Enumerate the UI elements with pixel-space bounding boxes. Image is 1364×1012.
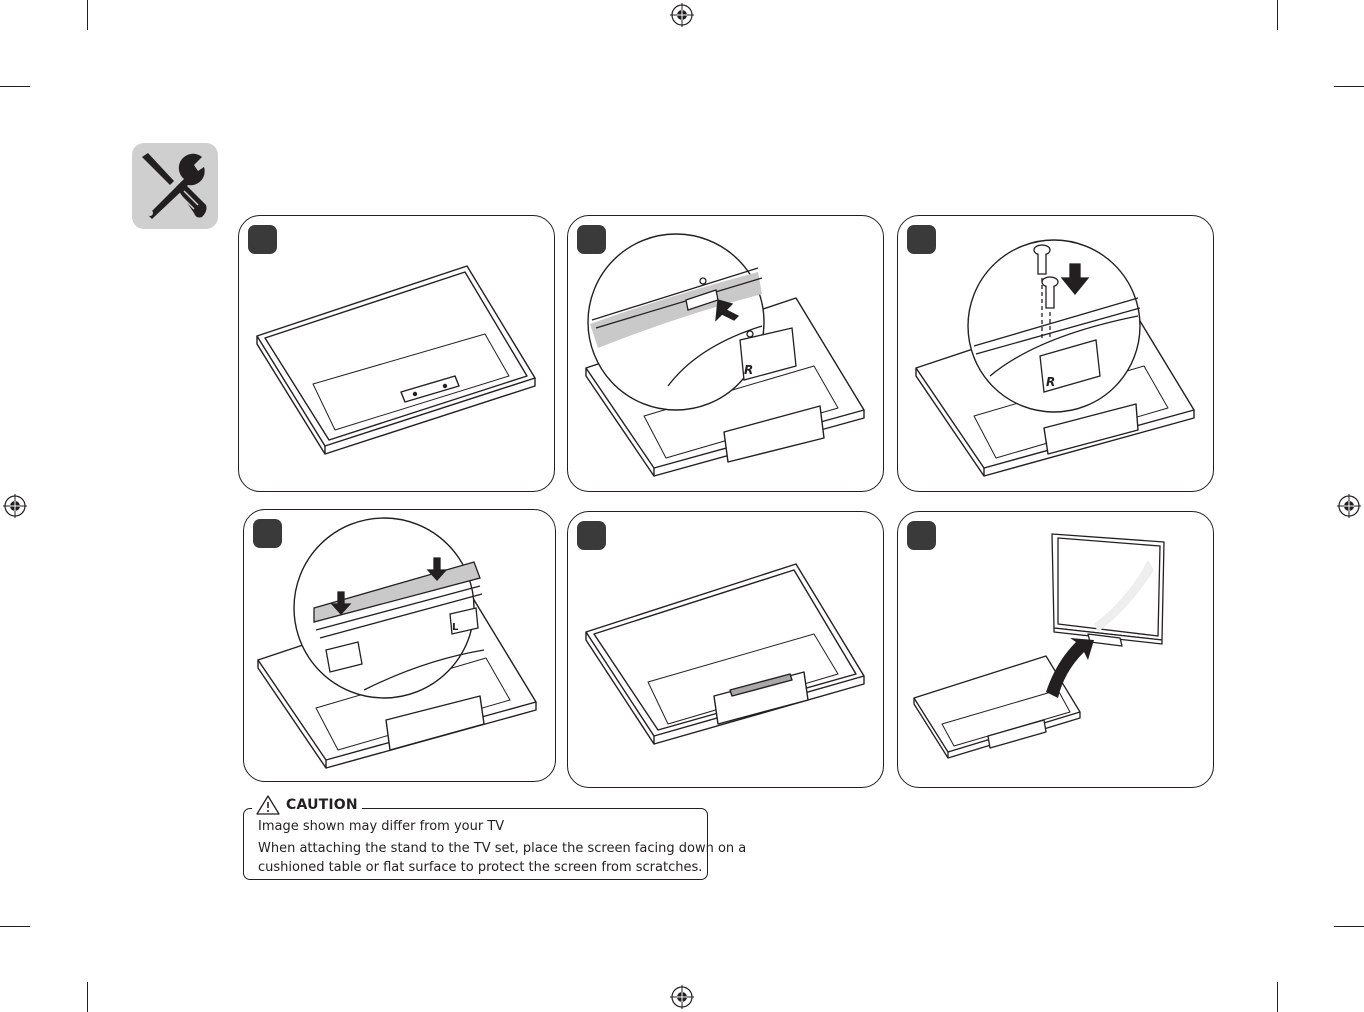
step-3-panel: R <box>897 215 1214 492</box>
callout-label: L <box>452 622 459 633</box>
crop-mark <box>87 982 88 1012</box>
caution-title: CAUTION <box>286 797 358 813</box>
caution-line: Image shown may differ from your TV <box>258 819 504 834</box>
fasten-screws-illustration: R <box>898 216 1213 491</box>
caution-line: cushioned table or flat surface to prote… <box>258 860 702 875</box>
crop-mark <box>1334 926 1364 927</box>
attach-cover-illustration: L <box>244 510 555 781</box>
registration-crosshair-icon <box>670 3 694 27</box>
caution-header: CAUTION <box>252 795 362 815</box>
step-5-panel <box>567 511 884 788</box>
caution-line: When attaching the stand to the TV set, … <box>258 841 746 856</box>
warning-triangle-icon <box>256 795 280 815</box>
step-6-panel <box>897 511 1214 788</box>
crop-mark <box>1334 86 1364 87</box>
crop-mark <box>0 926 30 927</box>
step-4-panel: L <box>243 509 556 782</box>
crop-mark <box>1277 982 1278 1012</box>
registration-crosshair-icon <box>3 494 27 518</box>
crop-mark <box>1277 0 1278 30</box>
callout-label: R <box>1046 375 1055 389</box>
step-2-panel: R <box>567 215 884 492</box>
stand-attached-illustration <box>568 512 883 787</box>
screwdriver-wrench-icon <box>132 143 218 229</box>
crop-mark <box>0 86 30 87</box>
step-1-panel <box>238 215 555 492</box>
registration-crosshair-icon <box>670 985 694 1009</box>
registration-crosshair-icon <box>1337 494 1361 518</box>
callout-label: R <box>744 363 753 377</box>
tv-face-down-illustration <box>239 216 554 491</box>
insert-stand-illustration: R <box>568 216 883 491</box>
crop-mark <box>87 0 88 30</box>
lift-tv-illustration <box>898 512 1213 787</box>
